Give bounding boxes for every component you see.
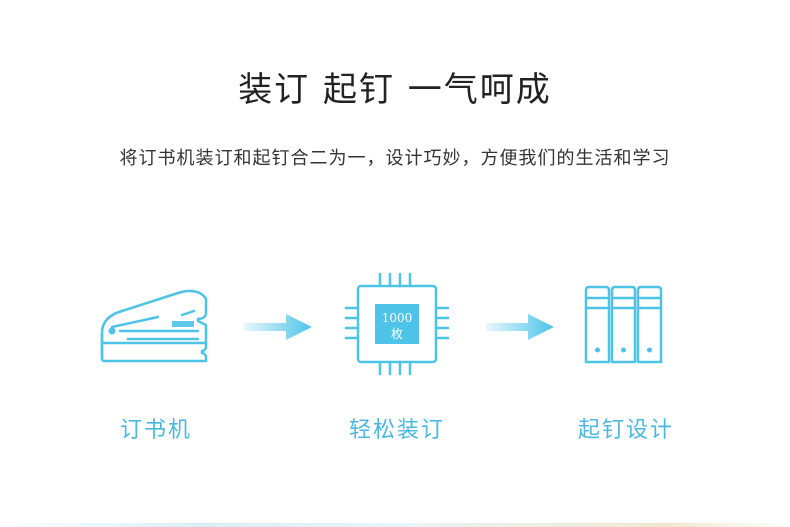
page-title: 装订 起钉 一气呵成: [238, 70, 552, 110]
chip-text-count: 1000: [382, 311, 413, 325]
stapler-icon: [100, 289, 208, 363]
arrow-right-icon: [244, 314, 312, 340]
binders-icon: [584, 285, 663, 364]
step-label-binding: 轻松装订: [348, 418, 445, 443]
page-subtitle: 将订书机装订和起钉合二为一，设计巧妙，方便我们的生活和学习: [119, 148, 671, 169]
step-label-stapler: 订书机: [119, 418, 192, 443]
step-label-staple-removal: 起钉设计: [577, 418, 674, 443]
chip-text-unit: 枚: [391, 326, 403, 341]
chip-icon: 1000 枚: [344, 272, 450, 376]
arrow-right-icon: [486, 314, 554, 340]
bottom-decorative-strip: [0, 523, 790, 527]
